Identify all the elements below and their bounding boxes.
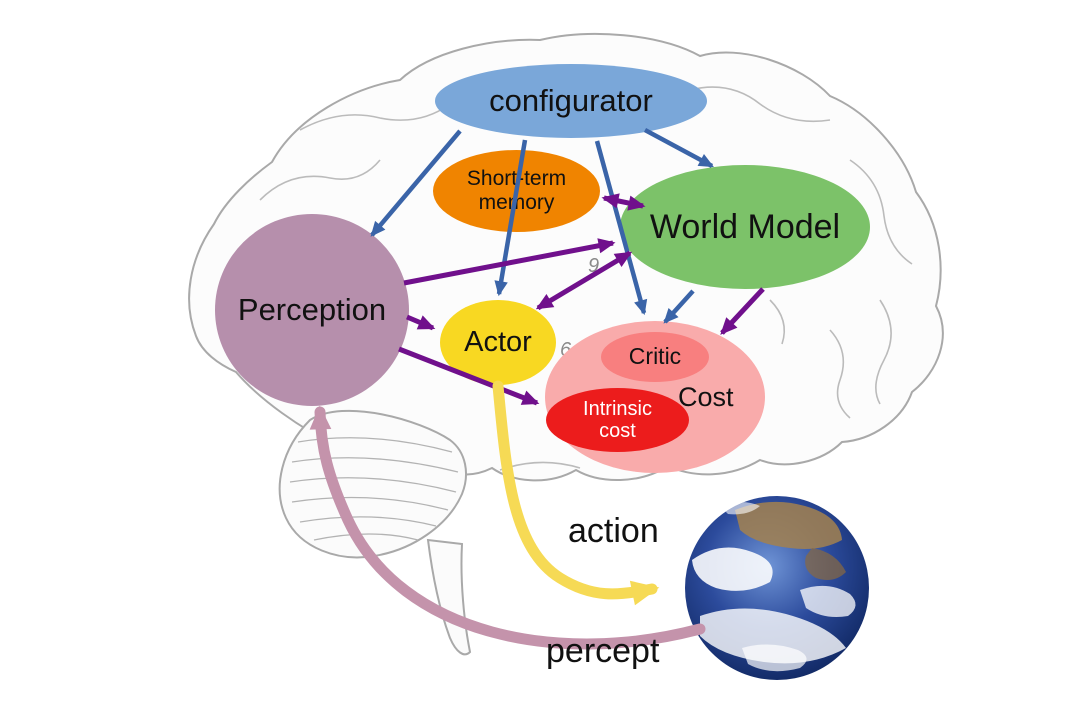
node-world-model: World Model xyxy=(620,165,870,289)
node-intrinsic-cost: Intrinsic cost xyxy=(546,388,689,452)
node-actor: Actor xyxy=(440,300,556,385)
action-label: action xyxy=(568,512,659,550)
node-actor-label: Actor xyxy=(464,326,532,359)
brain-numeral-9: 9 xyxy=(588,255,599,277)
node-short-term-memory-label: Short-term memory xyxy=(466,167,567,214)
earth-image xyxy=(685,496,869,680)
node-world-model-label: World Model xyxy=(649,207,841,246)
node-short-term-memory: Short-term memory xyxy=(433,150,600,232)
node-perception-label: Perception xyxy=(237,291,387,327)
percept-label: percept xyxy=(546,632,660,670)
node-critic: Critic xyxy=(601,332,709,382)
node-cost-label: Cost xyxy=(678,382,734,412)
node-intrinsic-cost-label: Intrinsic cost xyxy=(583,397,652,442)
node-configurator-label: configurator xyxy=(489,82,653,118)
node-critic-label: Critic xyxy=(628,343,682,370)
node-configurator: configurator xyxy=(435,64,707,138)
node-perception: Perception xyxy=(215,214,409,406)
